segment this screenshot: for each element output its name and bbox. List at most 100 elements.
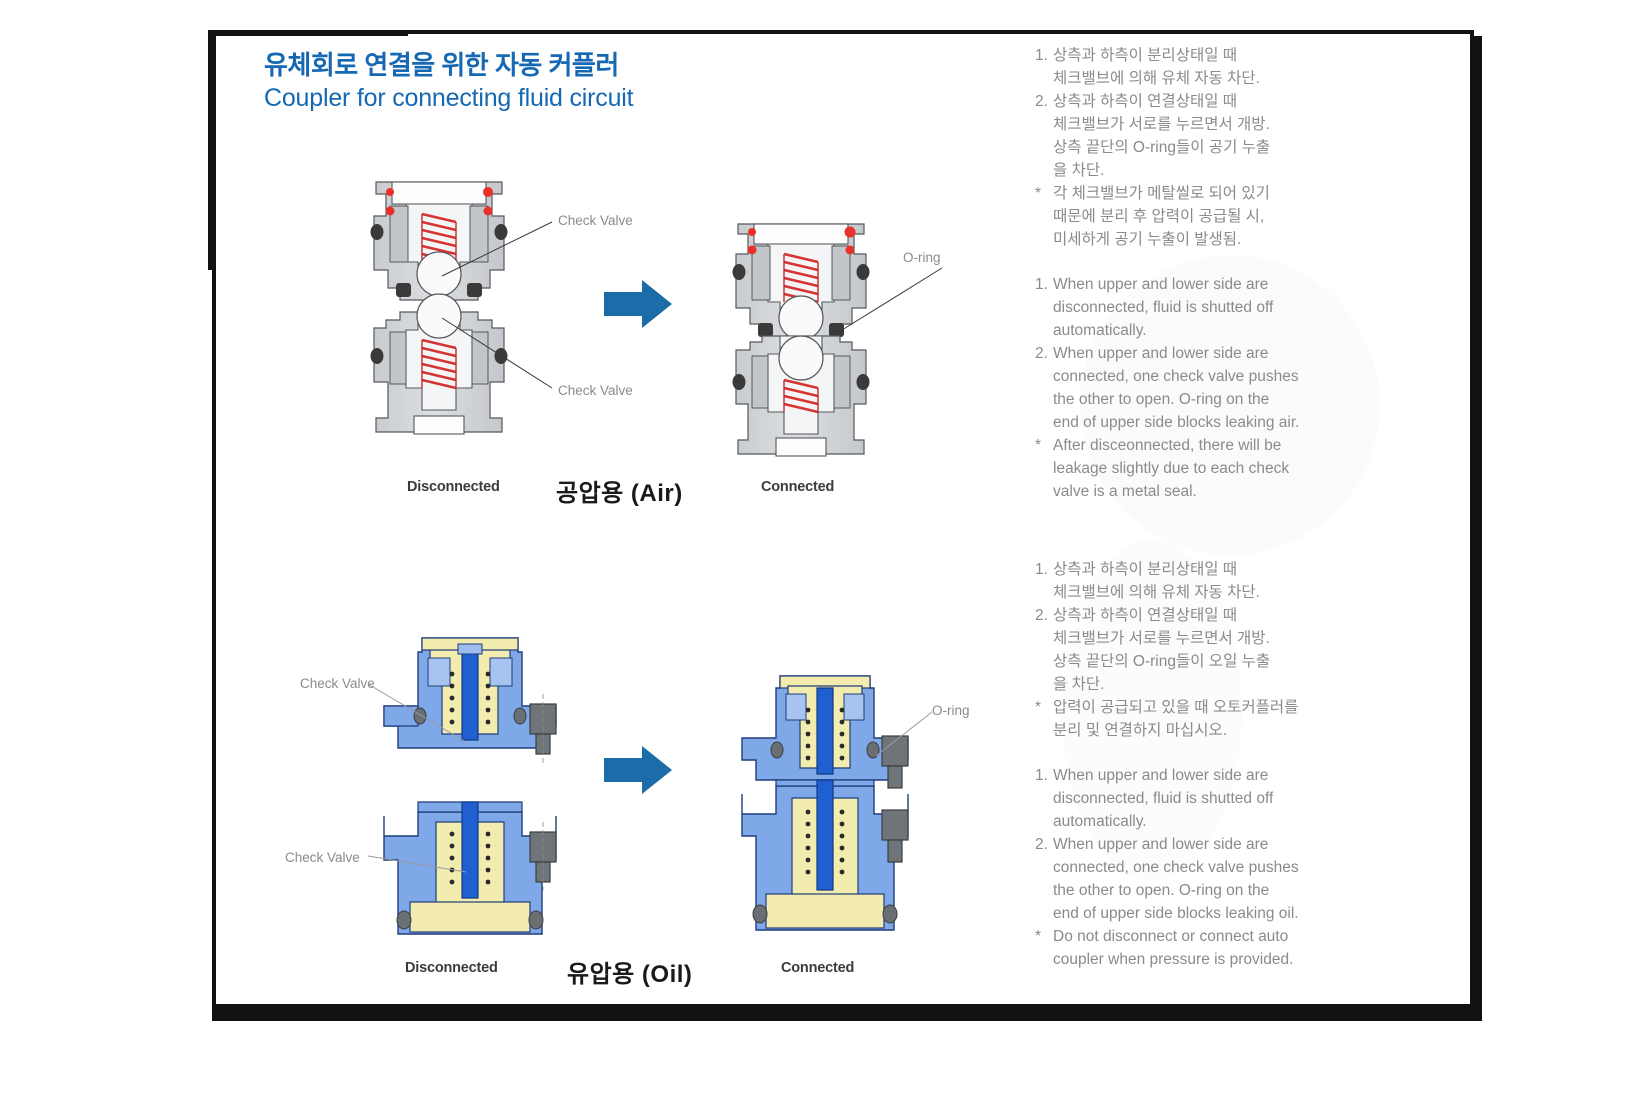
- oil-label-disconnected: Disconnected: [405, 960, 498, 976]
- note-line: leakage slightly due to each check: [1053, 460, 1290, 477]
- note-line: After disceonnected, there will be: [1053, 437, 1282, 454]
- air-connected-upper-spring: [783, 252, 819, 304]
- note-text: After disceonnected, there will be leakag…: [1053, 434, 1355, 503]
- leader-check-valve-upper: [441, 221, 553, 277]
- note-marker: *: [1035, 699, 1042, 716]
- note-marker: *: [1035, 185, 1042, 202]
- air-upper-check-valve-ball: [416, 251, 462, 297]
- oil-connected-oring-labeled: [866, 741, 880, 759]
- note-line: When upper and lower side are: [1053, 276, 1269, 293]
- note-marker: 2.: [1035, 93, 1048, 110]
- oil-label-title: 유압용 (Oil): [567, 961, 693, 988]
- note-line: end of upper side blocks leaking oil.: [1053, 905, 1299, 922]
- note-text: When upper and lower side are connected, …: [1053, 342, 1355, 434]
- oil-callout-check-valve-upper: Check Valve: [300, 676, 375, 691]
- air-oring-red-1: [386, 188, 394, 196]
- leader-oil-check-valve-lower: [367, 855, 467, 873]
- note-line: 미세하게 공기 누출이 발생됨.: [1053, 231, 1242, 248]
- air-callout-check-valve-lower: Check Valve: [558, 383, 633, 398]
- air-oring-black-2: [494, 224, 508, 240]
- notes-background-blob: [1080, 255, 1380, 555]
- note-line: valve is a metal seal.: [1053, 483, 1197, 500]
- air-coupler-diagram: [370, 181, 553, 435]
- oil-coupler-connected-diagram: [741, 675, 933, 931]
- note-line: When upper and lower side are: [1053, 836, 1269, 853]
- air-label-disconnected: Disconnected: [407, 479, 500, 495]
- note-line: coupler when pressure is provided.: [1053, 951, 1294, 968]
- note-marker: 2.: [1035, 607, 1048, 624]
- air-coupler-connected-diagram: [732, 223, 943, 457]
- note-line: disconnected, fluid is shutted off: [1053, 790, 1274, 807]
- note-line: 체크밸브가 서로를 누르면서 개방.: [1053, 116, 1270, 133]
- note-marker: *: [1035, 437, 1042, 454]
- notes-spacer-lower: [1035, 742, 1355, 764]
- air-oring-red-2: [385, 206, 395, 216]
- note-line: 을 차단.: [1053, 676, 1105, 693]
- leader-oil-o-ring: [875, 711, 933, 757]
- oil-callout-check-valve-lower: Check Valve: [285, 850, 360, 865]
- oil-callout-o-ring: O-ring: [932, 703, 970, 718]
- note-line: 상측과 하측이 연결상태일 때: [1053, 93, 1238, 110]
- air-oring-red-4: [483, 206, 493, 216]
- note-line: 체크밸브에 의해 유체 자동 차단.: [1053, 70, 1260, 87]
- air-oring-black-3: [396, 283, 411, 297]
- air-transition-arrow: [604, 280, 672, 328]
- note-line: Do not disconnect or connect auto: [1053, 928, 1289, 945]
- oil-upper-spring-dots: [449, 671, 491, 725]
- note-line: 상측과 하측이 분리상태일 때: [1053, 47, 1238, 64]
- note-line: 체크밸브가 서로를 누르면서 개방.: [1053, 630, 1270, 647]
- note-line: When upper and lower side are: [1053, 345, 1269, 362]
- oil-connected-lower: [741, 779, 909, 931]
- leader-oil-check-valve-upper: [367, 683, 467, 743]
- note-line: 체크밸브에 의해 유체 자동 차단.: [1053, 584, 1260, 601]
- note-line: connected, one check valve pushes: [1053, 368, 1299, 385]
- note-line: 상측 끝단의 O-ring들이 공기 누출: [1053, 139, 1271, 156]
- note-text: Do not disconnect or connect auto coupler…: [1053, 925, 1355, 971]
- note-marker: *: [1035, 928, 1042, 945]
- page-title-english: Coupler for connecting fluid circuit: [264, 84, 634, 112]
- note-line: 분리 및 연결하지 마십시오.: [1053, 722, 1228, 739]
- air-oring-red-3: [483, 187, 493, 197]
- air-callout-check-valve-upper: Check Valve: [558, 213, 633, 228]
- page-title: 유체회로 연결을 위한 자동 커플러 Coupler for connectin…: [264, 48, 634, 114]
- notes-spacer: [1035, 251, 1355, 273]
- oil-label-connected: Connected: [781, 960, 855, 976]
- note-line: the other to open. O-ring on the: [1053, 391, 1270, 408]
- air-lower-check-valve-ball: [416, 293, 462, 339]
- frame-corner-bracket-vertical: [208, 30, 214, 270]
- oil-lower-spring-dots: [449, 831, 491, 885]
- oil-coupler-diagram: [367, 637, 557, 935]
- note-marker: 1.: [1035, 276, 1048, 293]
- note-line: 때문에 분리 후 압력이 공급될 시,: [1053, 208, 1265, 225]
- note-line: 상측과 하측이 연결상태일 때: [1053, 607, 1238, 624]
- air-label-title: 공압용 (Air): [556, 480, 683, 507]
- air-label-connected: Connected: [761, 479, 835, 495]
- note-marker: 2.: [1035, 345, 1048, 362]
- oil-lower-body-disconnected: [383, 801, 557, 935]
- note-line: 각 체크밸브가 메탈씰로 되어 있기: [1053, 185, 1270, 202]
- note-line: automatically.: [1053, 322, 1147, 339]
- air-connected-lower-spring: [783, 378, 819, 414]
- note-line: the other to open. O-ring on the: [1053, 882, 1270, 899]
- oil-upper-body-disconnected: [383, 637, 557, 764]
- frame-notch: [208, 26, 398, 32]
- air-callout-o-ring: O-ring: [903, 250, 941, 265]
- air-oring-black-1: [370, 224, 384, 240]
- note-item: 2. When upper and lower side are connected…: [1035, 342, 1355, 434]
